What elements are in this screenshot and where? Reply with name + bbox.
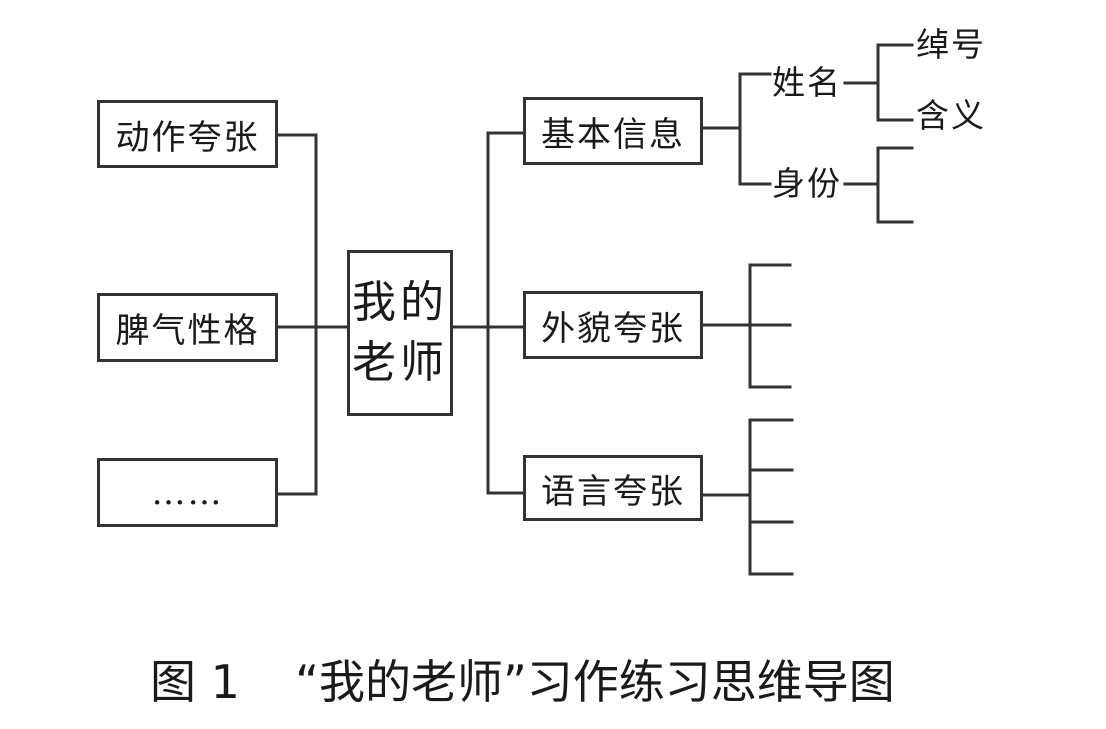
- name-branch: [843, 43, 914, 122]
- basic-info-branch: [701, 72, 772, 186]
- left-connector-1: [275, 133, 318, 496]
- left-box-label: 脾气性格: [115, 311, 260, 351]
- right-box-label: 基本信息: [541, 114, 685, 155]
- center-box-my-teacher: 我的 老师: [347, 250, 453, 416]
- right-box-basic-info: 基本信息: [523, 97, 703, 165]
- label-identity: 身份: [772, 164, 842, 203]
- right-box-label: 语言夸张: [541, 471, 685, 512]
- center-line-2: 老师: [352, 337, 448, 388]
- label-nickname: 绰号: [916, 25, 986, 64]
- identity-branch: [843, 146, 914, 224]
- label-name: 姓名: [772, 63, 842, 102]
- left-box-action-exaggeration: 动作夸张: [97, 100, 278, 168]
- figure-title: “我的老师”习作练习思维导图: [295, 655, 895, 709]
- figure-caption: 图 1 “我的老师”习作练习思维导图: [150, 654, 1030, 710]
- label-meaning: 含义: [916, 96, 986, 135]
- left-box-label: 动作夸张: [115, 117, 260, 158]
- appearance-branch: [701, 263, 792, 389]
- right-box-label: 外貌夸张: [541, 308, 685, 349]
- left-box-temperament: 脾气性格: [97, 293, 278, 362]
- left-box-label: ……: [151, 472, 224, 513]
- center-line-1: 我的: [352, 277, 448, 328]
- right-box-appearance: 外貌夸张: [523, 291, 703, 359]
- figure-label: 图 1: [150, 655, 240, 709]
- left-box-more: ……: [97, 458, 278, 527]
- speech-branch: [701, 418, 794, 576]
- right-box-speech: 语言夸张: [523, 455, 703, 521]
